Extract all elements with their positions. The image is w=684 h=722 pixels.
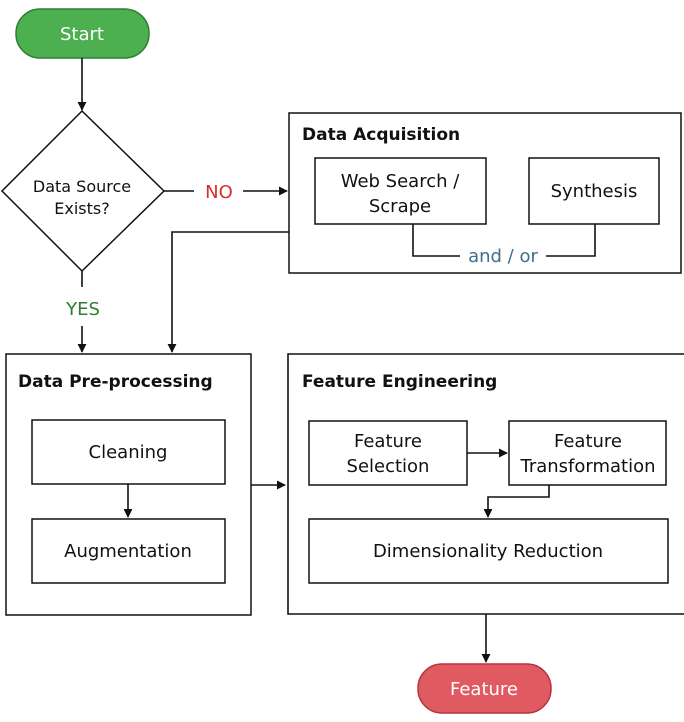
dimensionality-reduction-box: [308, 518, 669, 584]
end-node: Feature: [417, 663, 552, 714]
edge-yes-label: YES: [65, 299, 100, 320]
edge-no-label: NO: [205, 182, 233, 203]
data-preprocessing-group: Data Pre-processing Cleaning Augmentatio…: [5, 353, 252, 616]
feature-transformation-label-line1: Feature: [554, 431, 622, 452]
feature-engineering-title: Feature Engineering: [302, 372, 497, 392]
feature-transformation-label-line2: Transformation: [519, 456, 655, 477]
augmentation-label: Augmentation: [64, 541, 192, 562]
cleaning-label: Cleaning: [89, 442, 168, 463]
dimensionality-reduction-label: Dimensionality Reduction: [373, 541, 603, 562]
end-label: Feature: [450, 679, 518, 700]
augmentation-box: [31, 518, 226, 584]
synthesis-label: Synthesis: [551, 181, 638, 202]
data-acquisition-group: Data Acquisition Web Search / Scrape Syn…: [288, 112, 682, 274]
data-preprocessing-title: Data Pre-processing: [18, 372, 213, 392]
decision-label-line1: Data Source: [33, 177, 131, 196]
start-label: Start: [60, 24, 104, 45]
feature-selection-box: [308, 420, 468, 486]
and-or-connector-right: [546, 224, 596, 257]
feature-engineering-group: Feature Engineering Feature Selection Fe…: [287, 353, 684, 615]
feature-selection-label-line1: Feature: [354, 431, 422, 452]
data-acquisition-title: Data Acquisition: [302, 125, 460, 145]
web-search-label-line2: Scrape: [369, 196, 431, 217]
edge-transformation-to-reduction: [483, 485, 550, 518]
web-search-label-line1: Web Search /: [341, 171, 461, 192]
decision-label-line2: Exists?: [54, 199, 109, 218]
feature-selection-label-line2: Selection: [347, 456, 430, 477]
feature-transformation-box: [508, 420, 667, 486]
start-node: Start: [15, 8, 150, 59]
edge-acquisition-to-preprocessing: [167, 231, 289, 353]
and-or-label: and / or: [468, 246, 538, 267]
and-or-connector-left: [412, 224, 460, 257]
decision-node: Data Source Exists?: [0, 109, 166, 273]
synthesis-box: [528, 157, 660, 225]
end-shape: [417, 663, 552, 714]
web-search-box: [314, 157, 487, 225]
